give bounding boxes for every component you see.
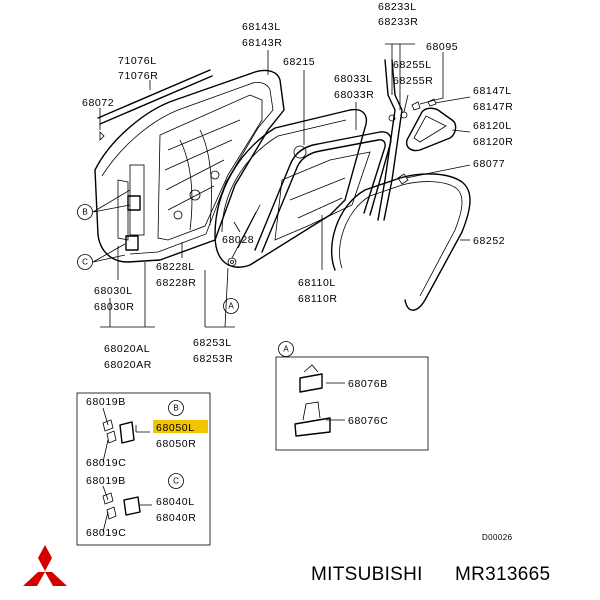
label-71076l: 71076L: [118, 55, 157, 67]
label-68120r: 68120R: [473, 136, 513, 148]
glass-run-channel: [254, 131, 392, 253]
label-68050r: 68050R: [156, 438, 196, 450]
callout-circles: B C A A B C: [77, 204, 294, 489]
label-68228l: 68228L: [156, 261, 195, 273]
callout-b-main: B: [82, 208, 87, 217]
door-glass: [214, 108, 368, 268]
clip-68072: [99, 131, 105, 141]
label-68143l: 68143L: [242, 21, 281, 33]
label-68033r: 68033R: [334, 89, 374, 101]
logo-diamond-top: [38, 545, 52, 571]
callout-b-detail: B: [173, 404, 178, 413]
clip-68147: [427, 98, 437, 107]
highlight-68050l: [153, 420, 208, 433]
label-68253l: 68253L: [193, 337, 232, 349]
label-71076r: 71076R: [118, 70, 158, 82]
label-68019c-1: 68019C: [86, 457, 126, 469]
label-68110l: 68110L: [298, 277, 336, 289]
label-68030r: 68030R: [94, 301, 134, 313]
clip-68095: [411, 101, 421, 111]
door-weatherstrip: [330, 173, 471, 311]
label-68019b-1: 68019B: [86, 396, 126, 408]
rear-channel: [377, 59, 408, 221]
footer-part-number: MR313665: [455, 564, 550, 585]
label-68020ar: 68020AR: [104, 359, 152, 371]
label-68252: 68252: [473, 235, 505, 247]
footer-brand: MITSUBISHI: [311, 564, 423, 585]
label-68233r: 68233R: [378, 16, 418, 28]
label-68253r: 68253R: [193, 353, 233, 365]
label-68215: 68215: [283, 56, 315, 68]
label-68019c-2: 68019C: [86, 527, 126, 539]
quarter-glass: [405, 107, 457, 152]
label-68050l: 68050L: [156, 422, 195, 434]
leader-lines: [92, 43, 471, 533]
callout-c-detail: C: [173, 477, 179, 486]
label-68019b-2: 68019B: [86, 475, 126, 487]
label-68110r: 68110R: [298, 293, 338, 305]
drawing-code: D00026: [482, 533, 513, 542]
part-labels: 68233L 68233R 68143L 68143R 68095 68215 …: [82, 1, 513, 542]
detail-a-box: [275, 356, 429, 451]
label-68020al: 68020AL: [104, 343, 150, 355]
label-68030l: 68030L: [94, 285, 133, 297]
label-68228r: 68228R: [156, 277, 196, 289]
logo-diamond-left: [23, 572, 45, 586]
mitsubishi-three-diamonds-logo: [23, 545, 67, 586]
label-68076c: 68076C: [348, 415, 388, 427]
door-shell: [94, 69, 285, 263]
door-assembly-drawing: [94, 59, 471, 311]
label-68040l: 68040L: [156, 496, 195, 508]
logo-diamond-right: [45, 572, 67, 586]
label-68077: 68077: [473, 158, 505, 170]
label-68072: 68072: [82, 97, 114, 109]
label-68233l: 68233L: [378, 1, 417, 13]
label-68076b: 68076B: [348, 378, 388, 390]
label-68143r: 68143R: [242, 37, 282, 49]
label-68095: 68095: [426, 41, 458, 53]
label-68147l: 68147L: [473, 85, 512, 97]
label-68147r: 68147R: [473, 101, 513, 113]
label-68120l: 68120L: [473, 120, 512, 132]
label-68040r: 68040R: [156, 512, 196, 524]
label-68255r: 68255R: [393, 75, 433, 87]
detail-bc-box: [76, 392, 211, 546]
callout-a-main: A: [228, 302, 234, 311]
callout-a-detail: A: [283, 345, 289, 354]
label-68255l: 68255L: [393, 59, 432, 71]
label-68028: 68028: [222, 234, 254, 246]
belt-moulding: [97, 69, 213, 125]
screw-68077: [397, 173, 409, 185]
window-regulator: [231, 145, 307, 259]
label-68033l: 68033L: [334, 73, 373, 85]
callout-c-main: C: [82, 258, 88, 267]
